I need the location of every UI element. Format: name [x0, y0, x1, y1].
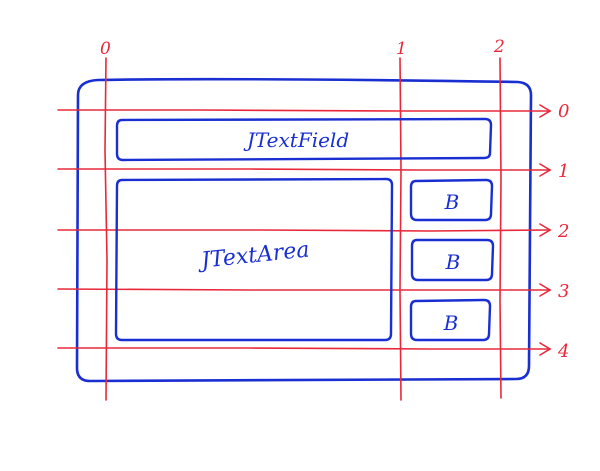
window-frame — [75, 77, 533, 383]
grid-row-line-4 — [57, 347, 551, 350]
grid-row-line-2 — [57, 229, 551, 232]
row-label-0: 0 — [558, 101, 569, 122]
grid-row-line-1 — [57, 168, 551, 171]
button-label-3: B — [443, 311, 459, 335]
button-column: B B B — [409, 178, 495, 342]
row-label-4: 4 — [557, 341, 569, 362]
button-box-2 — [410, 238, 495, 282]
grid-row-line-0 — [57, 109, 551, 112]
column-label-2: 2 — [493, 37, 505, 57]
button-label-1: B — [444, 190, 460, 214]
grid-lines — [57, 57, 551, 401]
grid-row-line-3 — [57, 288, 551, 291]
column-labels: 0 1 2 — [100, 37, 505, 59]
row-label-2: 2 — [557, 221, 569, 242]
button-box-3 — [409, 298, 492, 342]
row-label-3: 3 — [558, 281, 569, 302]
text-field-label: JTextField — [243, 128, 349, 152]
grid-column-line-1 — [399, 57, 402, 401]
text-field-box — [115, 117, 493, 162]
row-labels: 0 1 2 3 4 — [557, 101, 569, 362]
column-label-1: 1 — [396, 39, 407, 59]
button-box-1 — [409, 178, 494, 222]
button-label-2: B — [445, 250, 461, 274]
grid-column-line-2 — [499, 57, 502, 399]
row-label-1: 1 — [558, 161, 569, 182]
text-area-label: JTextArea — [196, 237, 311, 274]
column-label-0: 0 — [100, 39, 111, 59]
row-tick-marks — [539, 104, 552, 356]
grid-column-line-0 — [104, 57, 108, 401]
text-area-box — [114, 177, 394, 342]
